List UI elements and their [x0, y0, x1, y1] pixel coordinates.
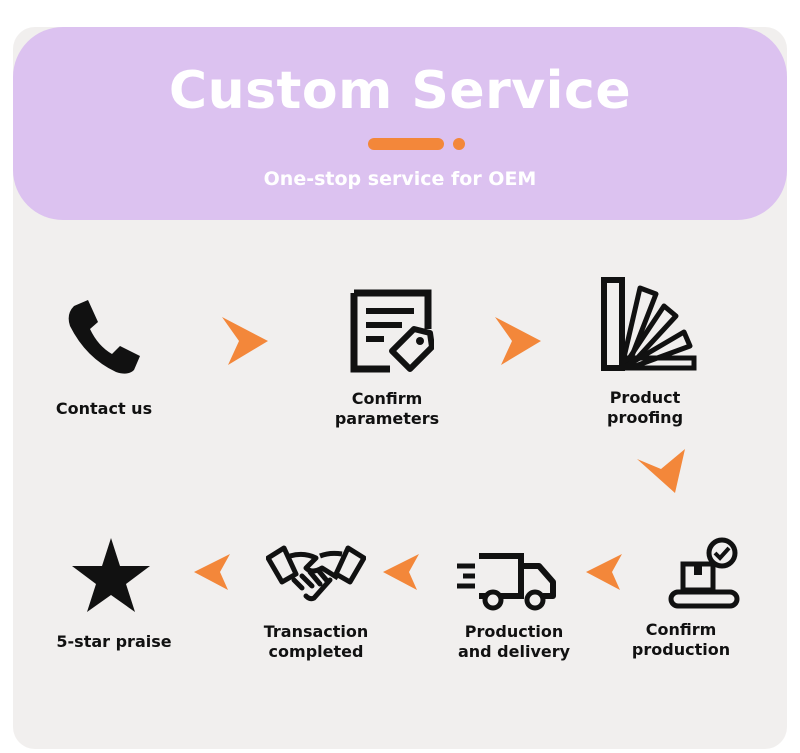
arrow-right-icon	[222, 317, 268, 365]
color-swatch-fan-icon	[601, 277, 697, 371]
handshake-icon	[266, 545, 366, 602]
header-banner: Custom Service One-stop service for OEM	[13, 27, 787, 220]
step-label-5-star-praise: 5-star praise	[56, 632, 172, 651]
step-label-confirm-parameters: Confirm parameters	[334, 389, 440, 428]
arrow-left-icon	[383, 554, 419, 590]
arrow-down-icon	[637, 449, 685, 493]
phone-icon	[68, 300, 140, 374]
title-underline-bar	[368, 138, 444, 150]
step-label-confirm-production: Confirm production	[631, 620, 731, 659]
step-label-production-and-delivery: Production and delivery	[457, 622, 571, 661]
title-underline-dot	[453, 138, 465, 150]
step-label-product-proofing: Product proofing	[606, 388, 684, 427]
arrow-right-icon	[495, 317, 541, 365]
star-icon	[72, 538, 150, 612]
step-label-contact-us: Contact us	[55, 399, 153, 418]
step-label-transaction-completed: Transaction completed	[263, 622, 369, 661]
page-title: Custom Service	[168, 61, 632, 121]
package-check-icon	[668, 537, 740, 609]
document-tag-icon	[350, 289, 434, 373]
arrow-left-icon	[586, 554, 622, 590]
custom-service-card: Custom Service One-stop service for OEM	[13, 27, 787, 749]
arrow-left-icon	[194, 554, 230, 590]
delivery-truck-icon	[457, 553, 556, 611]
page-subtitle: One-stop service for OEM	[263, 168, 537, 190]
